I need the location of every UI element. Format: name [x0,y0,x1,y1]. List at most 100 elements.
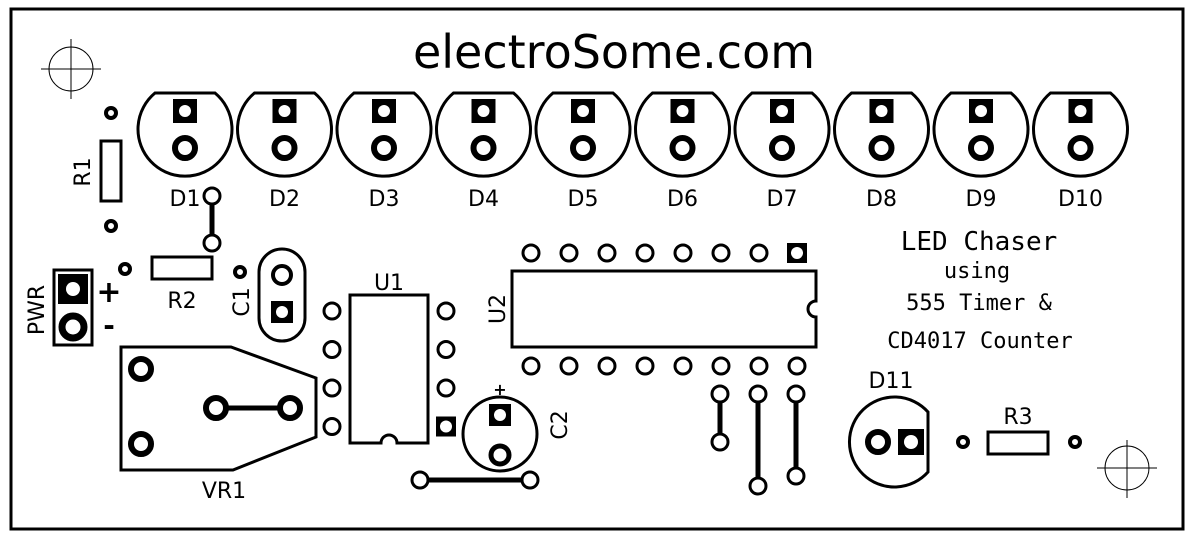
ic-pin [597,243,617,263]
ic-pin [322,378,342,398]
ic-pin [597,356,617,376]
resistor-body [99,139,123,203]
description-line-1: LED Chaser [901,227,1058,257]
label-r2: R2 [167,289,196,314]
pad [128,431,154,457]
label-d2: D2 [269,187,300,212]
pad-hole [276,306,288,318]
jumper-d1-r2 [202,186,222,253]
pad [128,356,154,382]
round-pad [868,135,895,161]
ic-pin [521,243,541,263]
led-d1: D1 [136,91,234,212]
ic-outline [348,293,430,445]
pad [410,470,430,490]
connector-outline [52,268,94,347]
ic-pin [559,243,579,263]
label-d1: D1 [170,187,201,212]
pad-hole [975,105,987,117]
led-d5: D5 [534,91,632,212]
pad [520,470,540,490]
description-line-4: CD4017 Counter [887,329,1072,354]
pad [233,265,247,279]
resistor-body [150,255,214,281]
led-outline [634,91,731,178]
round-pad [865,429,891,455]
label-d7: D7 [767,187,798,212]
pad [956,435,970,449]
label-plus: + [96,275,121,310]
led-d11: D11 [848,369,930,489]
pad-hole [66,282,80,296]
ic-pin [521,356,541,376]
label-minus: - [103,309,115,342]
label-d8: D8 [866,187,897,212]
pad [786,466,806,486]
round-pad [172,135,198,161]
ic-pin [322,417,342,436]
label-vr1: VR1 [202,479,246,504]
ic-pin [749,243,769,263]
ic-pin [322,340,342,359]
pad [786,384,806,404]
ic-pin [749,356,769,376]
led-outline [236,91,333,178]
led-d8: D8 [833,91,930,212]
label-d3: D3 [369,187,400,212]
pad-hole [676,105,689,117]
led-outline [833,91,930,178]
resistor-r3: R3 [956,405,1082,456]
ic-u1: U1 [322,271,456,445]
pad-hole [1074,105,1087,117]
led-outline [848,395,930,489]
pad [710,432,730,452]
jumpers-u2 [710,384,806,496]
fiducial-bottom-right [1097,440,1157,498]
led-outline [136,91,234,178]
round-pad [968,135,994,161]
ic-pin [635,356,655,376]
label-d6: D6 [667,187,698,212]
pad [202,233,222,253]
ic-pin [635,243,655,263]
label-d4: D4 [468,187,499,212]
ic-pin [436,378,456,398]
pad [748,384,768,404]
ic-pin [787,356,807,376]
round-pad [271,135,298,161]
label-d11: D11 [869,369,914,394]
pad-hole [875,105,888,117]
round-pad [1067,135,1094,161]
jumper-bottom [410,470,540,490]
label-r1: R1 [71,157,96,186]
round-pad [570,135,596,161]
pad-hole [477,105,490,117]
ic-u2: U2 [486,243,818,376]
pad-hole [179,105,191,117]
board-title: electroSome.com [413,25,815,79]
ic-pin [673,243,693,263]
ic-pin [559,356,579,376]
round-pad [769,135,795,161]
pad-hole [904,435,918,449]
capacitor-outline [257,247,307,343]
pad [104,106,118,120]
resistor-body [986,430,1050,456]
ic-pin [711,356,731,376]
pad [277,395,303,421]
pad [1068,435,1082,449]
led-outline [1032,91,1129,178]
pad-hole [776,105,788,117]
label-c2: C2 [548,410,573,439]
pad [104,219,118,233]
pad-hole [378,105,390,117]
led-outline [335,91,433,178]
label-c2-polarity: + [493,380,506,399]
capacitor-c2: + C2 [461,380,573,473]
led-outline [932,91,1030,178]
round-pad [58,312,88,342]
ic-pin [711,243,731,263]
capacitor-c1: C1 [230,247,307,343]
